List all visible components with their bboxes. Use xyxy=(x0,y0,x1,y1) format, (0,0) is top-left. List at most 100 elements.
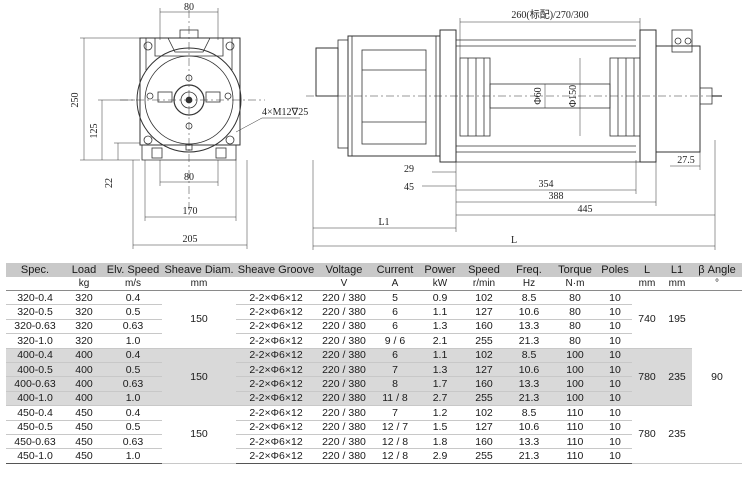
load-cell: 320 xyxy=(64,333,104,349)
unit-cell: A xyxy=(372,277,418,291)
dim-125: 125 xyxy=(89,124,100,139)
load-cell: 320 xyxy=(64,290,104,306)
elv-cell: 0.4 xyxy=(104,348,162,363)
spec-cell: 400-0.5 xyxy=(6,362,64,378)
speed-cell: 102 xyxy=(462,290,506,306)
col-header: Freq. xyxy=(506,263,552,277)
torque-cell: 110 xyxy=(552,420,598,435)
power-cell: 0.9 xyxy=(418,290,462,306)
power-cell: 1.3 xyxy=(418,319,462,335)
spec-cell: 320-0.5 xyxy=(6,304,64,320)
dim-phi60: Φ60 xyxy=(533,87,544,104)
current-cell: 11 / 8 xyxy=(372,391,418,407)
voltage-cell: 220 / 380 xyxy=(316,420,372,435)
voltage-cell: 220 / 380 xyxy=(316,333,372,349)
poles-cell: 10 xyxy=(598,304,632,320)
col-header: L1 xyxy=(662,263,692,277)
freq-cell: 8.5 xyxy=(506,348,552,363)
torque-cell: 80 xyxy=(552,304,598,320)
torque-cell: 110 xyxy=(552,405,598,421)
current-cell: 9 / 6 xyxy=(372,333,418,349)
poles-cell: 10 xyxy=(598,405,632,421)
unit-row: kg m/s mm V A kW r/min Hz N·m mm mm ° xyxy=(6,277,742,291)
freq-cell: 8.5 xyxy=(506,405,552,421)
poles-cell: 10 xyxy=(598,376,632,392)
freq-cell: 21.3 xyxy=(506,391,552,407)
current-cell: 7 xyxy=(372,405,418,421)
dim-bottom-80: 80 xyxy=(184,172,194,183)
power-cell: 2.9 xyxy=(418,448,462,464)
current-cell: 7 xyxy=(372,362,418,378)
poles-cell: 10 xyxy=(598,348,632,363)
dim-L: L xyxy=(511,235,517,246)
col-header: Sheave Groove xyxy=(236,263,316,277)
groove-cell: 2-2×Φ6×12 xyxy=(236,376,316,392)
sheave-diam-cell: 150 xyxy=(162,405,236,464)
col-header: Poles xyxy=(598,263,632,277)
torque-cell: 80 xyxy=(552,333,598,349)
spec-cell: 450-0.5 xyxy=(6,420,64,435)
groove-cell: 2-2×Φ6×12 xyxy=(236,348,316,363)
unit-cell: kg xyxy=(64,277,104,291)
dim-354: 354 xyxy=(539,179,554,190)
elv-cell: 0.4 xyxy=(104,405,162,421)
current-cell: 6 xyxy=(372,319,418,335)
dim-29: 29 xyxy=(404,164,414,175)
unit-cell: m/s xyxy=(104,277,162,291)
bolt-note: 4×M12∇25 xyxy=(262,107,308,118)
col-header: L xyxy=(632,263,662,277)
dim-388: 388 xyxy=(549,191,564,202)
unit-cell xyxy=(598,277,632,291)
poles-cell: 10 xyxy=(598,333,632,349)
sheave-diam-cell: 150 xyxy=(162,348,236,407)
unit-cell: V xyxy=(316,277,372,291)
current-cell: 12 / 8 xyxy=(372,448,418,464)
torque-cell: 80 xyxy=(552,290,598,306)
power-cell: 2.7 xyxy=(418,391,462,407)
L1-cell: 235 xyxy=(662,348,692,407)
elv-cell: 0.63 xyxy=(104,434,162,450)
power-cell: 1.1 xyxy=(418,348,462,363)
voltage-cell: 220 / 380 xyxy=(316,391,372,407)
power-cell: 1.1 xyxy=(418,304,462,320)
unit-cell: N·m xyxy=(552,277,598,291)
groove-cell: 2-2×Φ6×12 xyxy=(236,405,316,421)
load-cell: 320 xyxy=(64,304,104,320)
speed-cell: 255 xyxy=(462,333,506,349)
voltage-cell: 220 / 380 xyxy=(316,290,372,306)
poles-cell: 10 xyxy=(598,362,632,378)
freq-cell: 8.5 xyxy=(506,290,552,306)
voltage-cell: 220 / 380 xyxy=(316,319,372,335)
spec-cell: 320-0.63 xyxy=(6,319,64,335)
load-cell: 400 xyxy=(64,391,104,407)
load-cell: 400 xyxy=(64,362,104,378)
front-view-dimensions xyxy=(80,8,300,249)
unit-cell xyxy=(6,277,64,291)
unit-cell: Hz xyxy=(506,277,552,291)
voltage-cell: 220 / 380 xyxy=(316,376,372,392)
dim-sheave-span: 260(标配)/270/300 xyxy=(511,9,588,21)
spec-cell: 400-0.4 xyxy=(6,348,64,363)
unit-cell: mm xyxy=(662,277,692,291)
speed-cell: 127 xyxy=(462,304,506,320)
speed-cell: 255 xyxy=(462,391,506,407)
current-cell: 6 xyxy=(372,348,418,363)
groove-cell: 2-2×Φ6×12 xyxy=(236,290,316,306)
col-header: β Angle xyxy=(692,263,742,277)
elv-cell: 1.0 xyxy=(104,391,162,407)
voltage-cell: 220 / 380 xyxy=(316,348,372,363)
col-header: Load xyxy=(64,263,104,277)
elv-cell: 0.5 xyxy=(104,362,162,378)
dim-250: 250 xyxy=(70,93,81,108)
L1-cell: 195 xyxy=(662,290,692,349)
unit-cell: ° xyxy=(692,277,742,291)
speed-cell: 160 xyxy=(462,319,506,335)
elv-cell: 0.63 xyxy=(104,319,162,335)
elv-cell: 0.5 xyxy=(104,304,162,320)
